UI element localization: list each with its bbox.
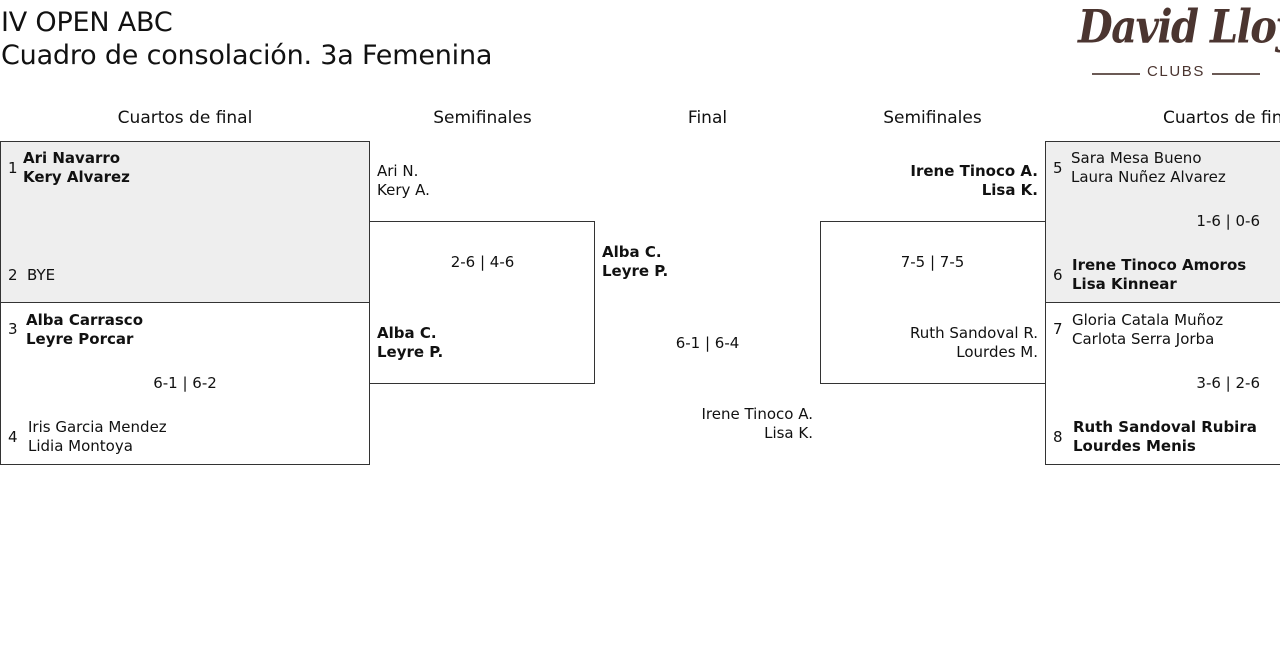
player-name: Sara Mesa Bueno xyxy=(1071,149,1202,167)
match-score: 1-6 | 0-6 xyxy=(1196,212,1260,230)
player-name: Ruth Sandoval Rubira xyxy=(1073,418,1257,436)
page-subtitle: Cuadro de consolación. 3a Femenina xyxy=(1,40,493,71)
player-name: Irene Tinoco A. xyxy=(701,405,813,423)
match-score: 2-6 | 4-6 xyxy=(450,253,515,271)
player-name: Kery Alvarez xyxy=(23,168,130,186)
player-name: Ari Navarro xyxy=(23,149,121,167)
player-name: Ari N. xyxy=(377,162,419,180)
match-score: 3-6 | 2-6 xyxy=(1196,374,1260,392)
player-name: Alba C. xyxy=(377,324,437,342)
player-name: Leyre Porcar xyxy=(26,330,134,348)
seed-number: 7 xyxy=(1053,320,1063,338)
logo-clubs-text: CLUBS xyxy=(1146,63,1206,80)
seed-number: 3 xyxy=(8,320,18,338)
page-title: IV OPEN ABC xyxy=(1,7,173,38)
player-name: Irene Tinoco A. xyxy=(910,162,1038,180)
round-header-right-qf: Cuartos de final xyxy=(1163,108,1280,128)
david-lloyd-logo: David Lloyd CLUBS xyxy=(1072,0,1280,84)
round-header-final: Final xyxy=(687,108,728,128)
player-name: Irene Tinoco Amoros xyxy=(1072,256,1247,274)
left-sf-match xyxy=(369,221,595,384)
right-qf-match-1 xyxy=(1045,141,1280,303)
player-name: Alba C. xyxy=(602,243,662,261)
player-name: Carlota Serra Jorba xyxy=(1072,330,1215,348)
player-name: Leyre P. xyxy=(602,262,669,280)
round-header-left-qf: Cuartos de final xyxy=(117,108,253,128)
player-name: Leyre P. xyxy=(377,343,444,361)
final-score: 6-1 | 6-4 xyxy=(675,334,740,352)
player-name: Ruth Sandoval R. xyxy=(910,324,1038,342)
player-name: Lourdes Menis xyxy=(1073,437,1196,455)
seed-number: 6 xyxy=(1053,266,1063,284)
seed-number: 4 xyxy=(8,428,18,446)
seed-number: 2 xyxy=(8,266,18,284)
round-header-left-sf: Semifinales xyxy=(433,108,532,128)
left-qf-match-1 xyxy=(0,141,370,303)
player-name: Lidia Montoya xyxy=(28,437,133,455)
player-name: Kery A. xyxy=(377,181,430,199)
logo-divider-right xyxy=(1212,73,1260,75)
logo-script-text: David Lloyd xyxy=(1078,0,1280,55)
player-name: Laura Nuñez Alvarez xyxy=(1071,168,1226,186)
player-name: Iris Garcia Mendez xyxy=(28,418,167,436)
right-qf-match-2 xyxy=(1045,302,1280,465)
seed-number: 1 xyxy=(8,159,18,177)
logo-divider-left xyxy=(1092,73,1140,75)
match-score: 7-5 | 7-5 xyxy=(900,253,965,271)
player-name: Lisa K. xyxy=(981,181,1038,199)
player-name: Alba Carrasco xyxy=(26,311,144,329)
player-name: Gloria Catala Muñoz xyxy=(1072,311,1224,329)
match-score: 6-1 | 6-2 xyxy=(153,374,217,392)
player-name: Lourdes M. xyxy=(956,343,1038,361)
round-header-right-sf: Semifinales xyxy=(883,108,982,128)
seed-number: 5 xyxy=(1053,159,1063,177)
player-name: Lisa K. xyxy=(764,424,813,442)
player-name: Lisa Kinnear xyxy=(1072,275,1177,293)
player-name: BYE xyxy=(27,266,56,284)
seed-number: 8 xyxy=(1053,428,1063,446)
